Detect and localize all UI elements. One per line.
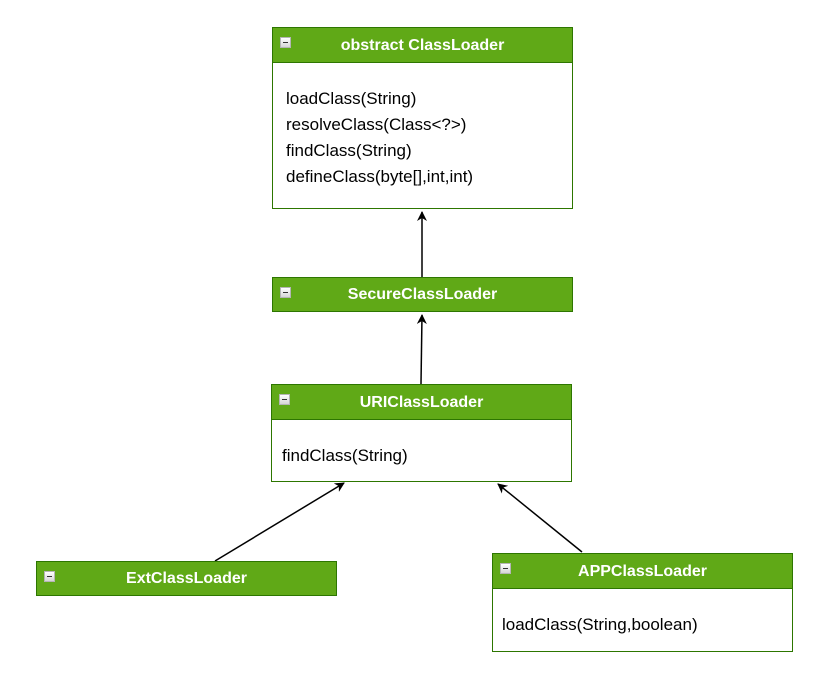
method-item: findClass(String) [286, 141, 412, 160]
class-name-uri: URIClassLoader [359, 394, 484, 411]
method-item: loadClass(String,boolean) [502, 615, 698, 634]
class-methods-classloader: loadClass(String) resolveClass(Class<?>)… [273, 63, 572, 190]
collapse-icon[interactable] [44, 571, 55, 582]
class-name-classloader: obstract ClassLoader [340, 37, 505, 54]
collapse-icon[interactable] [280, 37, 291, 48]
method-item: findClass(String) [282, 446, 408, 465]
arrow-uri-to-secure [416, 314, 427, 385]
arrow-ext-to-uri [214, 482, 345, 562]
collapse-icon[interactable] [280, 287, 291, 298]
collapse-icon[interactable] [500, 563, 511, 574]
method-item: resolveClass(Class<?>) [286, 115, 467, 134]
class-methods-uri: findClass(String) [272, 420, 571, 469]
class-box-uri[interactable]: URIClassLoader findClass(String) [271, 384, 572, 482]
method-item: loadClass(String) [286, 89, 417, 108]
class-header-app[interactable]: APPClassLoader [493, 554, 792, 589]
class-box-ext[interactable]: ExtClassLoader [36, 561, 337, 596]
class-box-secure[interactable]: SecureClassLoader [272, 277, 573, 312]
class-box-classloader[interactable]: obstract ClassLoader loadClass(String) r… [272, 27, 573, 209]
class-header-secure[interactable]: SecureClassLoader [273, 278, 572, 311]
class-header-ext[interactable]: ExtClassLoader [37, 562, 336, 595]
class-header-classloader[interactable]: obstract ClassLoader [273, 28, 572, 63]
class-header-uri[interactable]: URIClassLoader [272, 385, 571, 420]
class-box-app[interactable]: APPClassLoader loadClass(String,boolean) [492, 553, 793, 652]
class-methods-app: loadClass(String,boolean) [493, 589, 792, 638]
method-item: defineClass(byte[],int,int) [286, 167, 474, 186]
class-name-ext: ExtClassLoader [126, 570, 247, 587]
class-name-app: APPClassLoader [578, 563, 707, 580]
arrow-app-to-uri [497, 483, 583, 553]
collapse-icon[interactable] [279, 394, 290, 405]
class-name-secure: SecureClassLoader [347, 286, 498, 303]
